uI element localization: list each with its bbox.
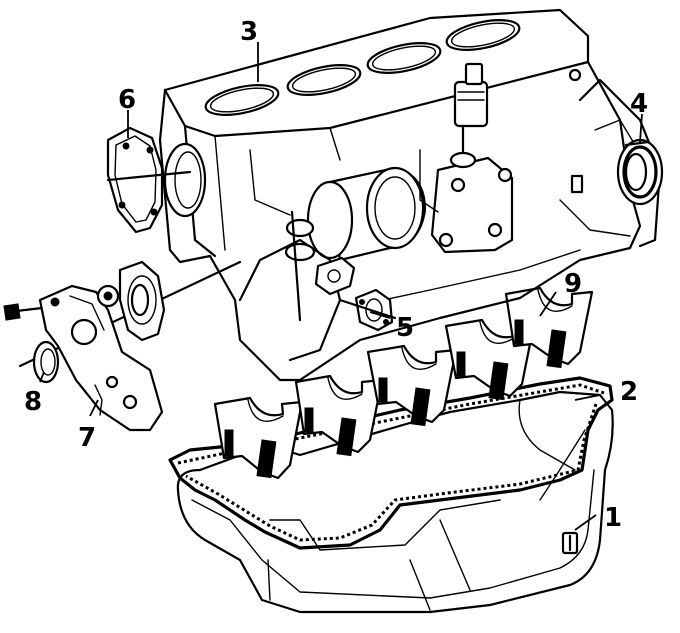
callout-labels: 1 2 3 4 5 6 7 8 9 [24,17,648,533]
callout-9: 9 [564,269,582,299]
water-outlet-gasket [338,288,397,332]
callout-3: 3 [240,17,258,47]
bearing-cap [366,344,458,427]
leader-lines [39,42,643,531]
front-cover-gasket [106,126,192,234]
callout-5: 5 [396,313,414,343]
bearing-cap [504,286,594,369]
callout-8: 8 [24,387,42,417]
callout-2: 2 [620,377,638,407]
main-bearing-caps [213,286,594,480]
rear-main-oil-seal [616,138,664,206]
callout-6: 6 [118,85,136,115]
bearing-cap [294,374,384,457]
callout-1: 1 [604,503,622,533]
oil-pan [176,390,614,614]
callout-4: 4 [630,89,648,119]
bearing-cap [213,396,304,480]
front-cover-assembly [3,260,242,432]
callout-7: 7 [78,423,96,453]
cylinder-block [158,8,662,382]
